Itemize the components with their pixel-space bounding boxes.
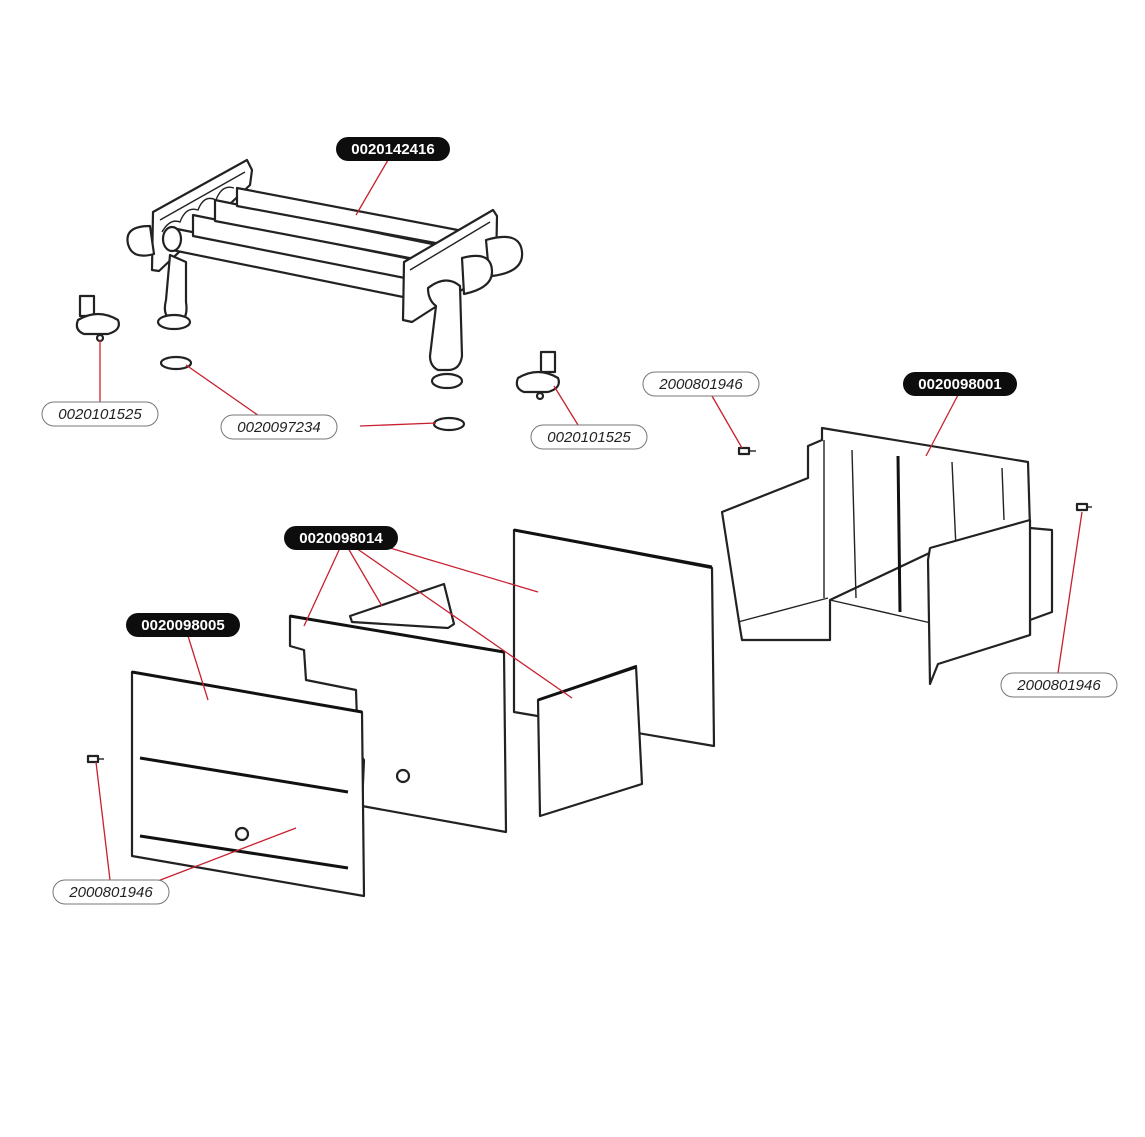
callout-insulation-panels: 0020098014 — [284, 526, 398, 550]
gasket-ring-right — [432, 416, 466, 432]
callout-clip-right: 0020101525 — [530, 424, 648, 450]
callout-screw-front: 2000801946 — [52, 879, 170, 905]
svg-text:2000801946: 2000801946 — [658, 376, 743, 393]
callout-clip-left: 0020101525 — [41, 401, 159, 427]
callout-gasket-seals: 0020097234 — [220, 414, 338, 440]
callout-heat-exchanger: 0020142416 — [336, 137, 450, 161]
callout-screw-right: 2000801946 — [1000, 672, 1118, 698]
svg-text:0020098001: 0020098001 — [918, 376, 1001, 393]
callout-screw-top: 2000801946 — [642, 371, 760, 397]
svg-text:2000801946: 2000801946 — [68, 884, 153, 901]
screw-front-left — [86, 754, 104, 764]
svg-text:0020101525: 0020101525 — [547, 429, 631, 446]
svg-text:0020101525: 0020101525 — [58, 406, 142, 423]
gasket-ring-left — [159, 355, 193, 371]
svg-text:0020142416: 0020142416 — [351, 141, 434, 158]
svg-text:0020098014: 0020098014 — [299, 530, 383, 547]
svg-text:2000801946: 2000801946 — [1016, 677, 1101, 694]
clip-right — [515, 350, 560, 401]
callout-front-panel: 0020098005 — [126, 613, 240, 637]
front-panel — [130, 670, 366, 898]
screw-right — [1075, 502, 1092, 512]
clip-left — [75, 294, 120, 343]
svg-text:0020098005: 0020098005 — [141, 617, 224, 634]
svg-text:0020097234: 0020097234 — [237, 419, 320, 436]
callout-rear-panel: 0020098001 — [903, 372, 1017, 396]
heat-exchanger — [126, 158, 524, 390]
rear-panel — [720, 426, 1054, 686]
leader-lines — [95, 159, 1083, 885]
screw-top — [737, 446, 756, 456]
